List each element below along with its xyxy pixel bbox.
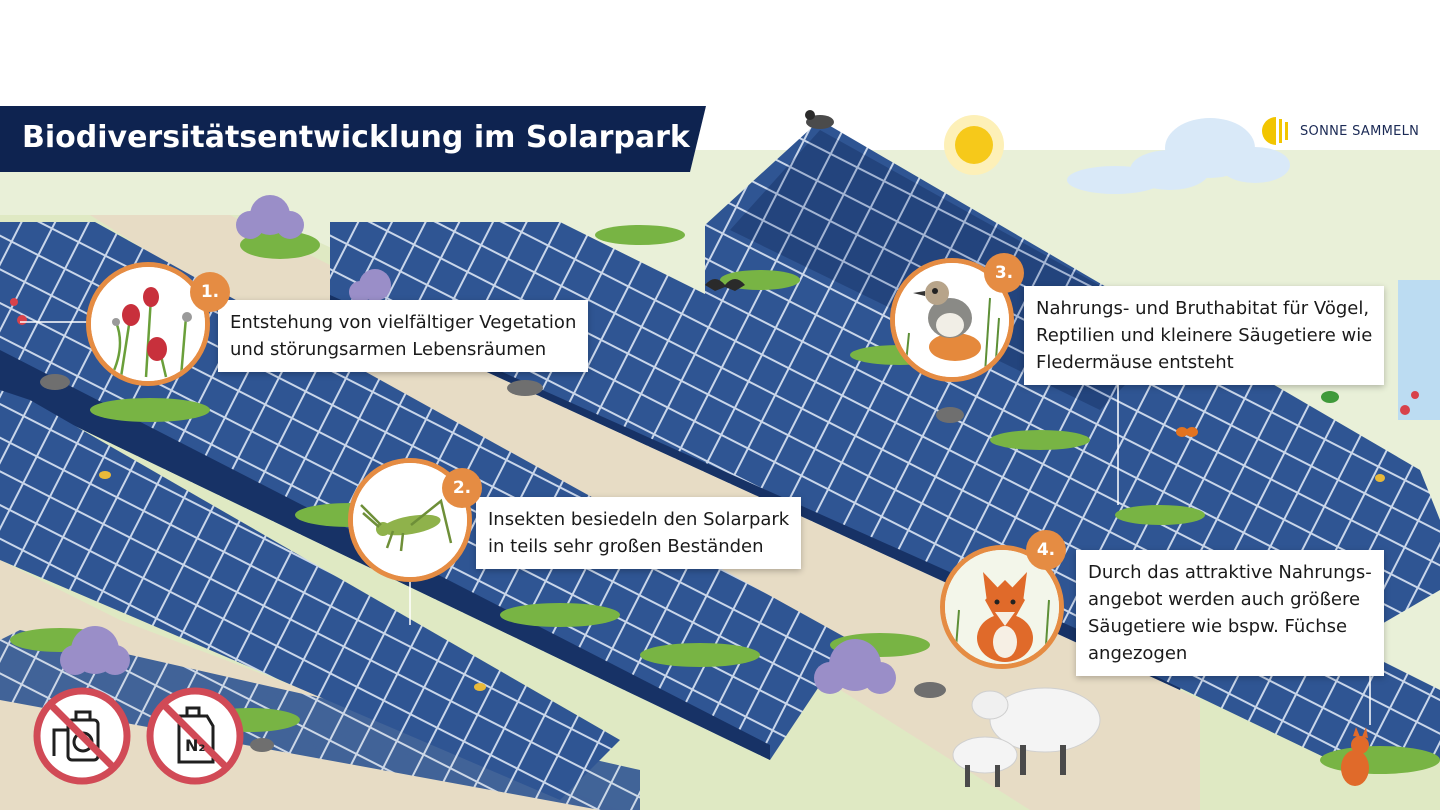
- callout-4-line-3: Säugetiere wie bspw. Füchse: [1088, 616, 1348, 637]
- sheep-icon: [952, 687, 1101, 787]
- callout-3-line-2: Reptilien und kleinere Säugetiere wie: [1036, 325, 1373, 346]
- cloud-icon: [1067, 118, 1290, 194]
- badge-number-2: 2.: [442, 468, 482, 508]
- title-banner: Biodiversitätsentwicklung im Solarpark: [0, 106, 706, 172]
- solar-panel-row: [0, 390, 620, 800]
- small-fox-icon: [1341, 727, 1369, 786]
- callout-4-line-4: angezogen: [1088, 643, 1188, 664]
- water: [1398, 280, 1440, 420]
- no-nitrogen-fertilizer-icon: [146, 687, 244, 785]
- callout-1: Entstehung von vielfältiger Vegetation u…: [218, 300, 589, 372]
- badge-number-3: 3.: [984, 253, 1024, 293]
- sun-icon: [944, 115, 1004, 175]
- callout-3: Nahrungs- und Bruthabitat für Vögel, Rep…: [1024, 286, 1385, 385]
- callout-2: Insekten besiedeln den Solarpark in teil…: [476, 497, 802, 569]
- bat-icon: [705, 279, 745, 291]
- callout-1-line-1: Entstehung von vielfältiger Vegetation: [230, 312, 577, 333]
- rocks: [40, 374, 964, 752]
- purple-flower-bush: [60, 195, 896, 694]
- badge-number-1: 1.: [190, 272, 230, 312]
- callout-2-line-2: in teils sehr großen Beständen: [488, 536, 764, 557]
- callout-2-line-1: Insekten besiedeln den Solarpark: [488, 509, 790, 530]
- logo-text: SONNE SAMMELN: [1300, 123, 1420, 139]
- leader-lines: [20, 321, 1371, 725]
- callout-3-line-3: Fledermäuse entsteht: [1036, 352, 1234, 373]
- callout-1-line-2: und störungsarmen Lebensräumen: [230, 339, 547, 360]
- brand-logo: SONNE SAMMELN: [1262, 115, 1419, 147]
- frog-icon: [1321, 391, 1339, 403]
- callout-3-line-1: Nahrungs- und Bruthabitat für Vögel,: [1036, 298, 1370, 319]
- page-title: Biodiversitätsentwicklung im Solarpark: [22, 120, 690, 155]
- solar-panel-row: [0, 630, 640, 810]
- butterfly-icon: [1176, 427, 1198, 437]
- callout-4: Durch das attraktive Nahrungs- angebot w…: [1076, 550, 1384, 676]
- badge-number-4: 4.: [1026, 530, 1066, 570]
- poppy-flowers: [10, 298, 1419, 415]
- clover-flower-icon: [91, 267, 205, 381]
- callout-4-line-1: Durch das attraktive Nahrungs-: [1088, 562, 1372, 583]
- bee-icon: [99, 471, 1385, 691]
- no-fertilizer-sign: N₂: [145, 686, 245, 786]
- badge-1: [86, 262, 210, 386]
- bird-perched-icon: [805, 110, 834, 129]
- nitrogen-label: N₂: [185, 736, 206, 755]
- no-pesticide-sprayer-icon: [33, 687, 131, 785]
- sun-logo-icon: [1262, 117, 1288, 145]
- no-pesticide-sign: [32, 686, 132, 786]
- callout-4-line-2: angebot werden auch größere: [1088, 589, 1361, 610]
